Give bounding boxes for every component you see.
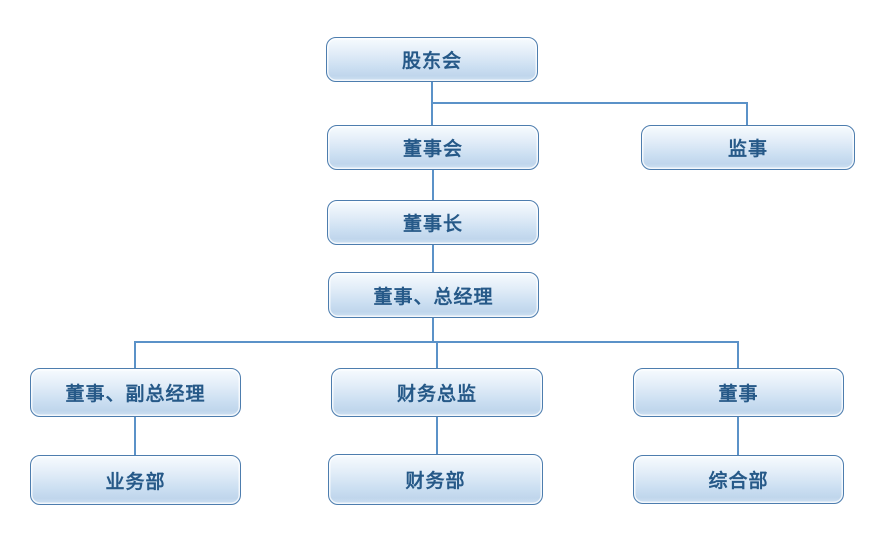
connector-drop-director [737,341,739,368]
org-node-finance-department[interactable]: 财务部 [328,454,543,505]
connector-branch-supervisor [431,102,748,104]
org-node-label: 董事长 [402,213,463,235]
connector-director-general [737,417,739,455]
org-node-label: 监事 [727,138,768,160]
org-node-shareholders-meeting[interactable]: 股东会 [326,37,538,82]
org-node-label: 董事、副总经理 [65,383,206,405]
org-node-finance-director[interactable]: 财务总监 [331,368,543,417]
org-node-business-department[interactable]: 业务部 [30,455,241,505]
org-node-label: 财务总监 [396,383,477,405]
connector-gm-bus [432,318,434,343]
org-node-label: 财务部 [405,470,466,492]
org-node-label: 股东会 [401,50,462,72]
org-node-director[interactable]: 董事 [633,368,844,417]
connector-drop-supervisor [746,102,748,125]
org-node-label: 综合部 [708,470,769,492]
org-node-board-of-directors[interactable]: 董事会 [327,125,539,170]
org-node-supervisor[interactable]: 监事 [641,125,855,170]
org-node-director-deputy-general-manager[interactable]: 董事、副总经理 [30,368,241,417]
connector-cfo-finance [436,417,438,454]
org-node-chairman[interactable]: 董事长 [327,200,539,245]
org-node-label: 董事、总经理 [373,285,494,308]
org-node-director-general-manager[interactable]: 董事、总经理 [328,272,539,318]
connector-board-chairman [432,170,434,200]
org-node-label: 董事会 [402,138,463,160]
org-node-label: 业务部 [105,470,166,493]
connector-drop-finance-director [436,341,438,368]
org-node-label: 董事 [718,383,759,405]
connector-drop-deputy-gm [134,341,136,368]
org-node-general-department[interactable]: 综合部 [633,455,844,504]
connector-deputy-business [134,417,136,455]
connector-chairman-gm [432,245,434,272]
